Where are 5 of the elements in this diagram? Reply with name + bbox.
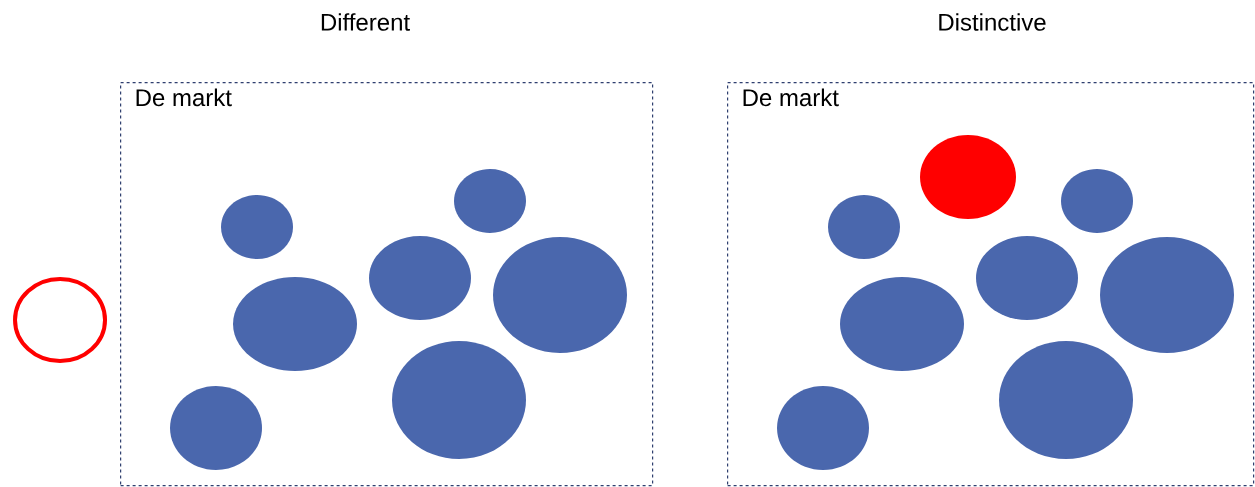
panel-title: Distinctive: [939, 13, 1046, 31]
outline-ellipse: [13, 277, 107, 363]
panel-title: Different: [321, 13, 410, 31]
dashed-frame: De markt: [120, 82, 654, 487]
dashed-frame: De markt: [727, 82, 1255, 487]
